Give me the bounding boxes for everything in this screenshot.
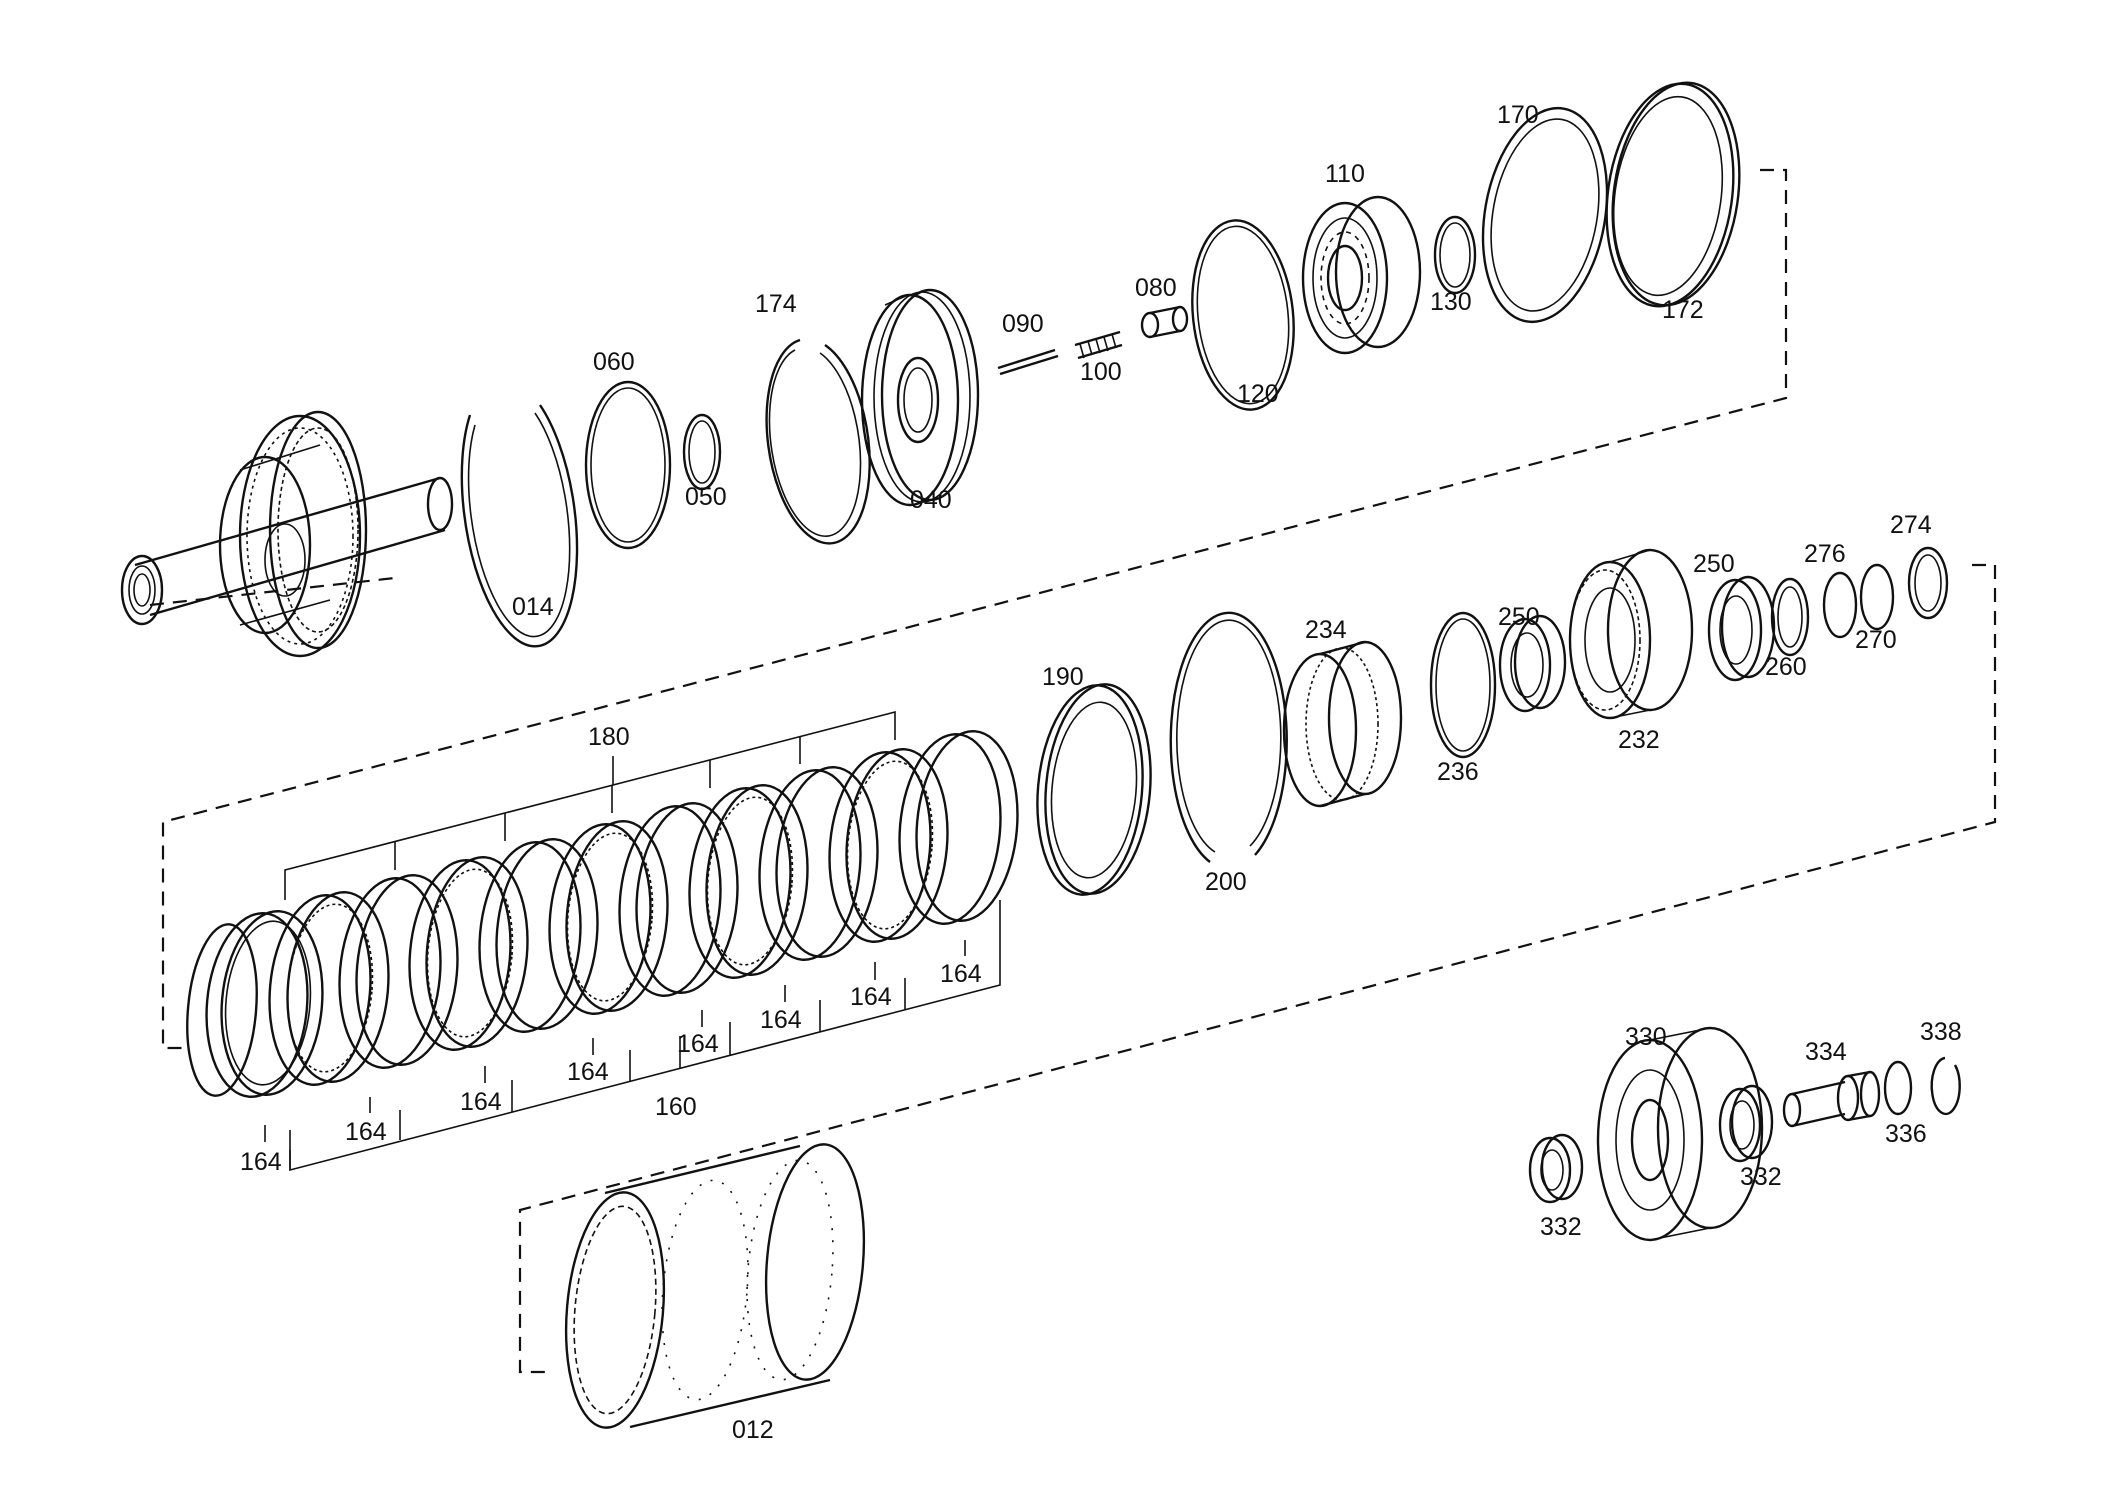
label-060: 060 (593, 348, 635, 376)
label-130: 130 (1430, 288, 1472, 316)
label-164-f: 164 (760, 1006, 802, 1034)
label-164-e: 164 (677, 1030, 719, 1058)
gear-330 (1596, 1026, 1764, 1242)
label-014: 014 (512, 593, 554, 621)
bearing-110 (1301, 195, 1422, 355)
hub-234 (1282, 640, 1403, 808)
spring-100 (1074, 330, 1123, 360)
plate-172 (1605, 81, 1741, 308)
label-336: 336 (1885, 1120, 1927, 1148)
ring-274 (1907, 546, 1949, 620)
ring-060-inner (590, 387, 666, 543)
label-164-b: 164 (345, 1118, 387, 1146)
label-080: 080 (1135, 274, 1177, 302)
label-040: 040 (910, 486, 952, 514)
label-274: 274 (1890, 511, 1932, 539)
label-164-g: 164 (850, 983, 892, 1011)
label-012: 012 (732, 1416, 774, 1444)
label-260: 260 (1765, 653, 1807, 681)
shaft-assembly (120, 410, 454, 658)
ring-050 (682, 413, 722, 491)
label-164-a: 164 (240, 1148, 282, 1176)
bearing-332b (1718, 1084, 1774, 1163)
label-200: 200 (1205, 868, 1247, 896)
ring-014 (460, 404, 579, 648)
ring-200 (1169, 611, 1288, 863)
ring-336 (1883, 1060, 1913, 1116)
piston-040 (860, 288, 980, 507)
label-250b: 250 (1693, 550, 1735, 578)
ring-120 (1191, 219, 1295, 411)
valve-080 (1140, 305, 1189, 339)
label-090: 090 (1002, 310, 1044, 338)
pin-334 (1782, 1070, 1881, 1128)
label-332-b: 332 (1740, 1163, 1782, 1191)
label-234: 234 (1305, 616, 1347, 644)
disc-pack (186, 730, 1019, 1098)
ring-236 (1429, 611, 1497, 759)
label-110: 110 (1325, 160, 1365, 188)
label-338: 338 (1920, 1018, 1962, 1046)
label-276: 276 (1804, 540, 1846, 568)
ring-260 (1770, 577, 1810, 657)
label-164-h: 164 (940, 960, 982, 988)
label-172: 172 (1662, 296, 1704, 324)
ring-236-inner (1435, 618, 1491, 752)
label-164-d: 164 (567, 1058, 609, 1086)
label-330: 330 (1625, 1023, 1667, 1051)
ring-174 (765, 338, 871, 545)
label-190: 190 (1042, 663, 1084, 691)
ring-260-inner (1777, 586, 1803, 648)
bearing-332a (1528, 1133, 1584, 1204)
gear-232 (1568, 548, 1694, 720)
ring-270 (1859, 563, 1895, 631)
label-050: 050 (685, 483, 727, 511)
ring-060 (584, 380, 672, 550)
label-170: 170 (1497, 101, 1539, 129)
ring-050-inner (688, 420, 716, 484)
ring-276 (1822, 571, 1858, 639)
label-232: 232 (1618, 726, 1660, 754)
label-334: 334 (1805, 1038, 1847, 1066)
bracket-180 (284, 710, 896, 900)
drum-012 (564, 1143, 866, 1429)
bearing-250a (1498, 614, 1567, 713)
ring-274-inner (1914, 554, 1942, 612)
label-180: 180 (588, 723, 630, 751)
label-100: 100 (1080, 358, 1122, 386)
ring-130-inner (1439, 222, 1471, 288)
leader-lines-164 (264, 940, 966, 1142)
label-250a: 250 (1498, 603, 1540, 631)
ring-338 (1930, 1056, 1961, 1116)
plate-170 (1481, 106, 1609, 324)
label-164-c: 164 (460, 1088, 502, 1116)
label-160: 160 (655, 1093, 697, 1121)
label-270: 270 (1855, 626, 1897, 654)
ring-130 (1433, 215, 1477, 295)
plate-190 (1036, 683, 1152, 896)
bracket-160 (289, 900, 1001, 1172)
assembly-dashed-lines (149, 168, 1997, 1374)
label-120: 120 (1237, 380, 1279, 408)
callout-labels: 014 060 050 174 040 090 100 080 120 110 … (240, 101, 1962, 1444)
label-236: 236 (1437, 758, 1479, 786)
label-174: 174 (755, 290, 797, 318)
ring-120-inner (1196, 225, 1290, 405)
label-332-a: 332 (1540, 1213, 1582, 1241)
bearing-250b (1707, 575, 1776, 682)
spring-090 (997, 348, 1059, 376)
